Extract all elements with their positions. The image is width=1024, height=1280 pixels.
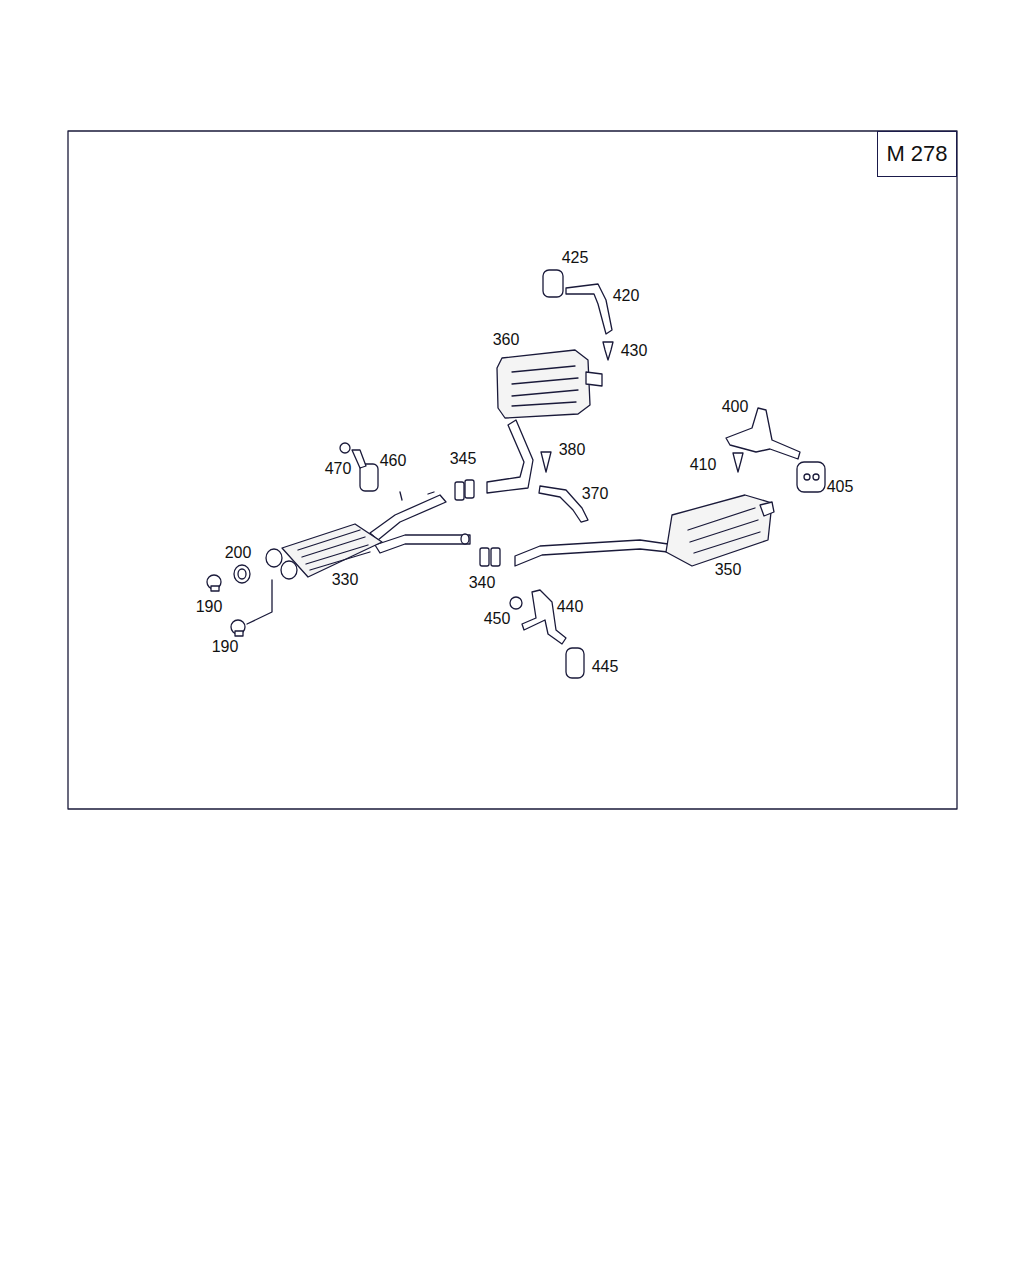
callout-number: 440 — [557, 599, 584, 615]
callout-number: 470 — [325, 461, 352, 477]
front-pipe — [375, 535, 470, 553]
tailpipe — [760, 502, 774, 516]
callout-number: 425 — [562, 250, 589, 266]
nut — [510, 597, 522, 609]
front-pipe — [370, 495, 446, 540]
nut — [340, 443, 350, 453]
hatching — [298, 530, 370, 570]
pipe-end — [461, 534, 469, 544]
pipe-clamp — [455, 482, 464, 500]
pipe-clamp — [491, 548, 500, 566]
clamp — [235, 631, 243, 636]
rear-pipe — [515, 540, 668, 566]
clamp — [211, 586, 219, 591]
callout-number: 345 — [450, 451, 477, 467]
inlet — [266, 549, 282, 567]
callout-number: 350 — [715, 562, 742, 578]
center-muffler — [497, 350, 590, 418]
callout-number: 405 — [827, 479, 854, 495]
pipe-clamp — [480, 548, 489, 566]
callout-number: 360 — [493, 332, 520, 348]
callout-number: 340 — [469, 575, 496, 591]
callout-number: 200 — [225, 545, 252, 561]
rubber-hanger — [360, 464, 378, 491]
screw — [733, 453, 743, 472]
callout-number: 445 — [592, 659, 619, 675]
callout-number: 420 — [613, 288, 640, 304]
bracket — [566, 284, 612, 334]
bracket — [726, 408, 800, 459]
callout-number: 190 — [212, 639, 239, 655]
leader-line — [247, 580, 272, 624]
callout-number: 370 — [582, 486, 609, 502]
callout-number: 330 — [332, 572, 359, 588]
screw — [541, 452, 551, 472]
bracket — [352, 450, 366, 468]
catalog-tag-box: M 278 — [877, 131, 957, 177]
bracket — [539, 486, 588, 522]
clip — [400, 492, 434, 500]
rear-muffler — [666, 495, 772, 566]
callout-number: 430 — [621, 343, 648, 359]
callout-number: 380 — [559, 442, 586, 458]
sealing-ring — [238, 569, 246, 579]
inlet — [281, 561, 297, 579]
callout-number: 460 — [380, 453, 407, 469]
hole — [804, 474, 810, 480]
sealing-ring — [234, 565, 250, 583]
callout-number: 190 — [196, 599, 223, 615]
callout-number: 400 — [722, 399, 749, 415]
screw — [603, 342, 613, 360]
rubber-hanger — [797, 462, 825, 492]
hatching — [512, 366, 578, 406]
callout-number: 450 — [484, 611, 511, 627]
rubber-hanger — [566, 648, 584, 678]
outlet — [586, 372, 602, 386]
intermediate-pipe — [487, 420, 533, 493]
rubber-hanger — [543, 270, 563, 297]
hatching — [688, 508, 760, 553]
tag-text: M 278 — [886, 141, 947, 167]
callout-number: 410 — [690, 457, 717, 473]
hole — [813, 474, 819, 480]
frame — [68, 131, 957, 809]
pipe-clamp — [465, 480, 474, 498]
